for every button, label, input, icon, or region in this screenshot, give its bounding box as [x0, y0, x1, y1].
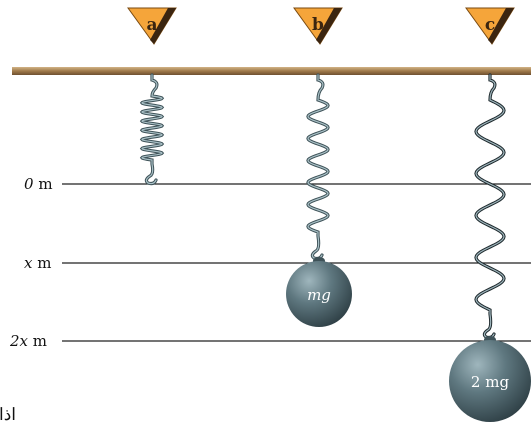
label-zero: 0 m [24, 175, 53, 193]
spring-a [139, 73, 165, 186]
badge-b-label: b [312, 15, 324, 35]
mass-b: mg [286, 257, 352, 327]
caption-text: اذا علقنا [0, 405, 16, 424]
mass-c: 2 mg [449, 336, 531, 422]
label-x: x m [24, 254, 51, 272]
badge-a: a [127, 7, 177, 45]
spring-c [474, 73, 506, 340]
badge-a-label: a [146, 15, 157, 35]
badge-b: b [293, 7, 343, 45]
label-2x: 2x m [9, 332, 47, 350]
badge-c: c [465, 7, 515, 45]
spring-b [306, 73, 330, 261]
mass-c-label: 2 mg [471, 373, 510, 391]
mass-b-label: mg [307, 286, 331, 304]
ceiling-bar [12, 67, 531, 75]
badge-c-label: c [485, 15, 495, 35]
